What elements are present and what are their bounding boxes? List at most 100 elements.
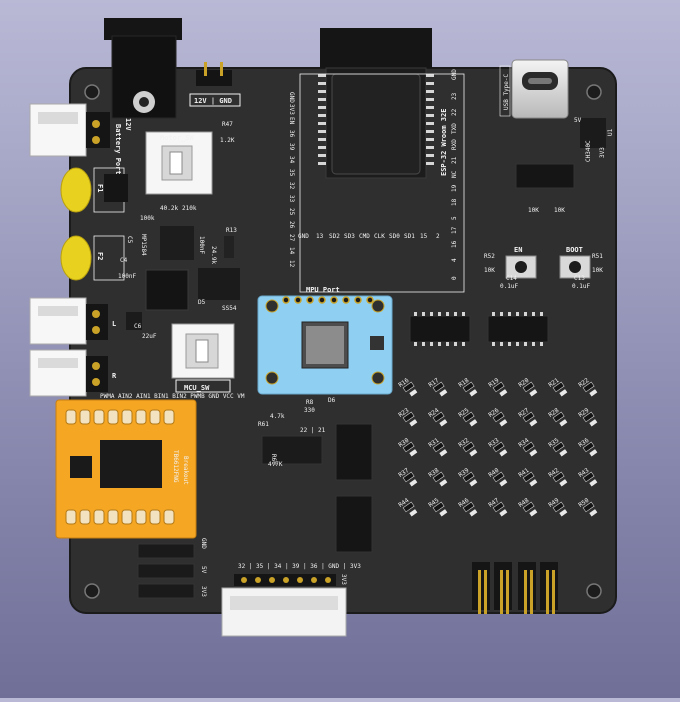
ref-label: 0.1uF — [572, 283, 590, 290]
ref-label: R51 — [592, 253, 603, 260]
pin-label: SD0 — [389, 233, 400, 240]
led — [409, 419, 418, 427]
power-header — [189, 62, 241, 107]
resistor — [492, 381, 505, 393]
resistor — [492, 441, 505, 453]
resistor — [402, 441, 415, 453]
led — [499, 449, 508, 457]
resistor-led-pair: R41 — [517, 467, 538, 487]
mpu-port-label: MPU Port — [306, 286, 340, 294]
ref-label: 3V3 — [599, 147, 606, 158]
pin-label: 13 — [316, 233, 324, 240]
ref-label: 100k — [140, 215, 155, 222]
led — [469, 449, 478, 457]
en-button[interactable] — [505, 255, 537, 279]
esp32-bottom-pins: GND 13 SD2 SD3 CMD CLK SD0 SD1 15 2 — [298, 233, 440, 240]
ref-label: SS54 — [222, 305, 237, 312]
resistor-led-pair: R29 — [577, 407, 598, 427]
boot-button[interactable] — [559, 255, 591, 279]
resistor — [402, 501, 415, 513]
led — [589, 509, 598, 517]
pin-label: 36 — [288, 130, 295, 138]
pin-label: 12 — [288, 260, 295, 268]
led — [589, 449, 598, 457]
ref-label: C4 — [120, 257, 128, 264]
led — [439, 479, 448, 487]
resistor — [582, 501, 595, 513]
resistor-led-pair: R20 — [517, 377, 538, 397]
ref-label: 22uF — [142, 333, 157, 340]
pin-label: 21 — [451, 156, 458, 164]
resistor — [552, 501, 565, 513]
motor-side-label: R — [112, 372, 117, 380]
resistor-led-pair: R24 — [427, 407, 448, 427]
resistor-led-pair: R47 — [487, 497, 508, 517]
resistor-led-pair: R44 — [397, 497, 418, 517]
battery-port-label: Battery Port — [114, 124, 122, 175]
resistor — [432, 501, 445, 513]
led — [409, 479, 418, 487]
resistor-led-pair: R45 — [427, 497, 448, 517]
ref-label: 210k — [182, 205, 197, 212]
led — [559, 509, 568, 517]
pin-label: 0 — [451, 276, 458, 280]
resistor-led-pair: R38 — [427, 467, 448, 487]
pin-label: 14 — [288, 247, 295, 255]
ref-label: R8 — [306, 399, 314, 406]
ref-label: C14 — [506, 275, 517, 282]
mux-ic-right — [487, 312, 549, 346]
ref-label: 5V — [574, 117, 582, 124]
power-female-headers — [137, 543, 195, 599]
resistor-led-pair: R26 — [487, 407, 508, 427]
ch340c-chip — [515, 118, 606, 189]
pin-label: 26 — [288, 221, 295, 229]
sensor-header — [261, 435, 323, 465]
battery-port-12v: 12V — [124, 118, 132, 131]
resistor — [522, 411, 535, 423]
ref-label: 4.7k — [270, 413, 285, 420]
pin-label: 5 — [451, 216, 458, 220]
ref-label: 4.7K — [268, 461, 283, 468]
led — [439, 389, 448, 397]
pin-label: GND — [288, 92, 295, 103]
resistor-led-pair: R50 — [577, 497, 598, 517]
resistor-led-pair: R30 — [397, 437, 418, 457]
led — [529, 479, 538, 487]
led — [559, 479, 568, 487]
motor-port-left — [29, 297, 108, 345]
dip-chip-lower — [335, 495, 373, 553]
resistor — [462, 441, 475, 453]
motor-port-right — [29, 349, 108, 397]
bottom-header-label: 32 | 35 | 34 | 39 | 36 | GND | 3V3 — [238, 563, 361, 570]
resistor — [522, 471, 535, 483]
resistor — [552, 441, 565, 453]
pin-label: 15 — [420, 233, 428, 240]
pin-label: 27 — [288, 234, 295, 242]
led — [589, 479, 598, 487]
ref-label: 24.9k — [210, 246, 217, 264]
resistor — [432, 471, 445, 483]
pin-label: RXD — [451, 139, 458, 150]
fuse-f1 — [60, 167, 125, 213]
bottom-header-side: 3V3 — [340, 574, 347, 585]
pin-label: 25 — [288, 208, 295, 216]
ref-label: 10K — [528, 207, 539, 214]
led — [409, 389, 418, 397]
resistor — [522, 501, 535, 513]
motor-switch-label: Motor_SW — [160, 134, 195, 142]
ref-label: 100nF — [118, 273, 136, 280]
led — [469, 479, 478, 487]
pin-label: EN — [288, 117, 295, 125]
led — [559, 449, 568, 457]
ref-label: 10K — [484, 267, 495, 274]
left-header-label: 3V3 — [200, 586, 207, 597]
resistor — [582, 441, 595, 453]
tb6612fng-driver-board — [55, 399, 197, 539]
resistor-led-pair: R18 — [457, 377, 478, 397]
button-label: BOOT — [566, 246, 583, 254]
pin-label: 39 — [288, 143, 295, 151]
battery-port — [29, 103, 110, 157]
